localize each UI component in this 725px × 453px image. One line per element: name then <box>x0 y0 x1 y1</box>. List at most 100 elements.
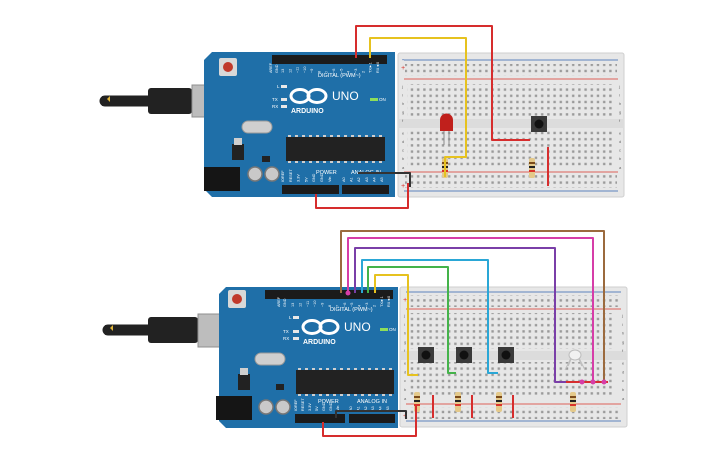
row-letter-j-right: j <box>618 84 620 89</box>
digital-pin-label: 7 <box>335 305 339 307</box>
row-letter-d-right: d <box>619 139 621 144</box>
wire-yellow-top[interactable] <box>369 37 467 177</box>
row-letter-a-right: a <box>622 396 625 401</box>
wire-green-bottom[interactable] <box>367 266 456 374</box>
led-label-rx-top: RX <box>272 104 278 109</box>
wire-yellow-bottom[interactable] <box>374 274 418 376</box>
digital-pin-label: TX►1 <box>380 296 384 307</box>
led-label-l-bottom: L <box>289 315 292 320</box>
wire-magenta-bottom[interactable] <box>347 237 594 382</box>
pin-label-gnd: GND <box>283 298 287 307</box>
analog-pin-label: A2 <box>357 177 361 182</box>
power-pin-label: GND <box>320 173 324 182</box>
digital-pin-label: ~9 <box>310 69 314 73</box>
row-letter-a-left: a <box>404 396 407 401</box>
analog-pin-label: A3 <box>365 177 369 182</box>
row-letter-c-left: c <box>404 378 406 383</box>
row-letter-h-left: h <box>404 331 406 336</box>
row-letter-f-left: f <box>404 348 406 353</box>
power-pin-label: IOREF <box>281 170 285 182</box>
model-label-bottom: UNO <box>344 320 371 334</box>
power-pin-label: Vin <box>328 177 332 182</box>
row-letter-a-right: a <box>619 165 622 170</box>
row-letter-i-left: i <box>402 93 403 98</box>
capacitor-2-top <box>264 166 280 182</box>
analog-pin-label: A4 <box>372 177 376 182</box>
row-letter-b-right: b <box>619 156 622 161</box>
digital-pin-label: ~9 <box>321 303 325 307</box>
digital-pin-label: ~11 <box>296 67 300 73</box>
analog-pin-label: A5 <box>386 406 390 411</box>
digital-header-top <box>272 55 387 64</box>
resistor-2-bottom <box>455 392 461 412</box>
digital-pin-label: ~11 <box>306 301 310 307</box>
svg-text:+: + <box>401 65 405 73</box>
power-jack-bottom <box>216 396 252 420</box>
digital-pin-label: ~3 <box>365 303 369 307</box>
digital-pin-label: ~6 <box>332 69 336 73</box>
power-pin-label: 3.3V <box>308 403 312 411</box>
digital-pin-label: 8 <box>328 305 332 307</box>
pushbutton-top[interactable] <box>531 116 547 132</box>
pushbutton-3-bottom[interactable] <box>498 347 514 363</box>
pushbutton-2-bottom[interactable] <box>456 347 472 363</box>
on-label-bottom: ON <box>389 327 396 332</box>
power-pin-label: 3.3V <box>297 174 301 182</box>
crystal-top <box>241 120 273 134</box>
power-pin-label: GND <box>312 173 316 182</box>
wire-red-bottom-b[interactable] <box>322 406 417 437</box>
power-pin-label: 5V <box>304 177 308 182</box>
wire-black-top[interactable] <box>358 172 411 187</box>
rgb-led-bottom <box>564 349 586 371</box>
wire-black-bottom[interactable] <box>335 410 407 419</box>
svg-text:-: - <box>401 57 405 65</box>
led-label-l-top: L <box>277 84 280 89</box>
led-label-rx-bottom: RX <box>283 336 289 341</box>
wire-red-top-a[interactable] <box>355 25 530 141</box>
svg-text:+: + <box>403 297 407 305</box>
arduino-logo-top <box>289 88 328 104</box>
analog-header-bottom <box>349 414 395 423</box>
pushbutton-1-bottom[interactable] <box>418 347 434 363</box>
atmega-chip-bottom <box>296 370 394 394</box>
crystal-bottom <box>254 352 286 366</box>
digital-pin-label: 8 <box>318 71 322 73</box>
analog-header-top <box>342 185 389 194</box>
arduino-logo-bottom <box>301 319 340 335</box>
digital-pin-label: TX►1 <box>369 62 373 73</box>
row-letter-e-left: e <box>402 131 405 136</box>
row-letter-d-left: d <box>404 369 406 374</box>
row-letter-g-left: g <box>402 110 404 115</box>
arduino-uno-top: ARDUINO UNO DIGITAL (PWM~) POWER ANALOG … <box>204 52 395 197</box>
wire-blue-bottom[interactable] <box>361 259 498 374</box>
wires-top <box>315 25 549 209</box>
wire-red-top-b[interactable] <box>315 183 409 209</box>
power-pin-label: 5V <box>315 406 319 411</box>
digital-pin-label: 12 <box>288 69 292 73</box>
row-letter-g-right: g <box>619 110 621 115</box>
digital-pin-label: ~10 <box>303 67 307 73</box>
analog-pin-label: A1 <box>350 177 354 182</box>
digital-pin-label: 12 <box>298 303 302 307</box>
wire-brown-bottom[interactable] <box>340 230 605 382</box>
analog-pin-label: A0 <box>349 406 353 411</box>
row-letter-j-left: j <box>401 84 403 89</box>
power-pin-label: Vin <box>336 406 340 411</box>
pin-label-gnd: GND <box>275 64 279 73</box>
digital-pin-label: 4 <box>347 71 351 73</box>
power-label-bottom: POWER <box>318 399 339 405</box>
row-letter-g-left: g <box>404 339 406 344</box>
resistor-2-top <box>529 158 535 178</box>
digital-label-top: DIGITAL (PWM~) <box>318 73 361 79</box>
row-letter-c-left: c <box>402 148 404 153</box>
row-letter-c-right: c <box>622 378 624 383</box>
row-letter-h-right: h <box>619 101 621 106</box>
analog-pin-label: A4 <box>379 406 383 411</box>
wire-purple-bottom[interactable] <box>354 247 582 383</box>
digital-pin-label: 2 <box>361 71 365 73</box>
digital-header-bottom <box>265 290 393 299</box>
